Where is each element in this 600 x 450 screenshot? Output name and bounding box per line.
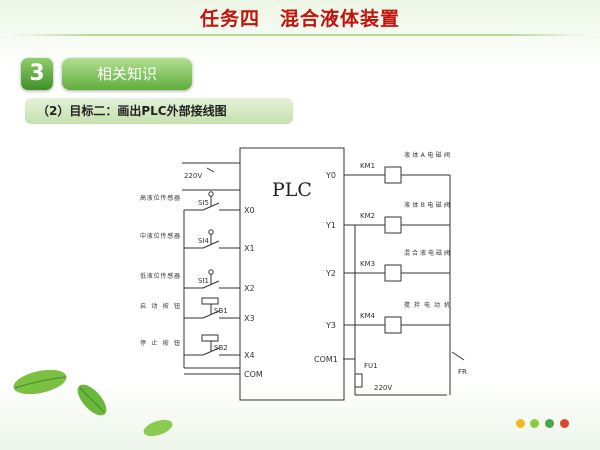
dot-icon bbox=[545, 419, 554, 428]
input-terminal-label: X0 bbox=[244, 206, 255, 215]
input-terminal-label: X2 bbox=[244, 284, 255, 293]
input-terminal-label: X4 bbox=[244, 351, 255, 360]
plc-label: PLC bbox=[272, 179, 312, 201]
ac-supply-label: 220V bbox=[374, 384, 392, 392]
input-device-label: SB2 bbox=[214, 344, 228, 352]
output-device-label: KM2 bbox=[360, 212, 375, 220]
power-input-label: 220V bbox=[184, 172, 202, 180]
input-device-label: SB1 bbox=[214, 307, 228, 315]
fuse-label: FU1 bbox=[364, 362, 378, 370]
output-desc-label: 混合液电磁阀 bbox=[404, 249, 450, 257]
output-branch: Y3 KM4 搅拌电动机 bbox=[325, 301, 450, 334]
output-branch: Y0 KM1 液体A电磁阀 bbox=[325, 151, 450, 184]
output-com-terminal: COM1 bbox=[314, 355, 338, 364]
goal-banner: （2）目标二：画出PLC外部接线图 bbox=[25, 98, 293, 124]
output-device-label: KM1 bbox=[360, 162, 375, 170]
input-desc-label: 停止按钮 bbox=[140, 339, 180, 347]
input-terminal-label: X3 bbox=[244, 314, 255, 323]
section-number-badge: 3 bbox=[21, 58, 53, 90]
output-terminal-label: Y0 bbox=[325, 171, 336, 180]
output-desc-label: 液体B电磁阀 bbox=[404, 201, 450, 209]
input-device-label: SI1 bbox=[198, 277, 209, 285]
output-terminal-label: Y3 bbox=[325, 321, 336, 330]
dot-icon bbox=[516, 419, 525, 428]
leaf-decoration bbox=[13, 369, 173, 437]
input-device-label: SI5 bbox=[198, 199, 209, 207]
page-title: 任务四 混合液体装置 bbox=[199, 8, 400, 30]
input-desc-label: 高液位传感器 bbox=[140, 194, 180, 202]
input-desc-label: 低液位传感器 bbox=[140, 272, 180, 280]
output-terminal-label: Y2 bbox=[325, 269, 336, 278]
output-device-label: KM3 bbox=[360, 260, 375, 268]
input-device-label: SI4 bbox=[198, 237, 210, 245]
output-branch: Y1 KM2 液体B电磁阀 bbox=[325, 201, 450, 234]
fr-contact bbox=[451, 351, 465, 361]
input-com-terminal: COM bbox=[244, 370, 263, 379]
section-label: 相关知识 bbox=[62, 58, 192, 90]
dot-icon bbox=[530, 419, 539, 428]
input-desc-label: 中液位传感器 bbox=[140, 232, 180, 240]
output-branch: Y2 KM3 混合液电磁阀 bbox=[325, 249, 450, 282]
dot-icon bbox=[560, 419, 569, 428]
plc-body bbox=[239, 147, 345, 401]
output-desc-label: 液体A电磁阀 bbox=[404, 151, 450, 159]
fuse-fu1 bbox=[354, 373, 363, 388]
output-desc-label: 搅拌电动机 bbox=[404, 301, 450, 309]
coil-icon bbox=[384, 216, 402, 234]
input-desc-label: 启动按钮 bbox=[140, 302, 180, 310]
coil-icon bbox=[384, 316, 402, 334]
output-device-label: KM4 bbox=[360, 312, 376, 320]
coil-icon bbox=[384, 264, 402, 282]
fr-label: FR bbox=[458, 368, 467, 376]
output-terminal-label: Y1 bbox=[325, 221, 336, 230]
input-terminal-label: X1 bbox=[244, 244, 255, 253]
coil-icon bbox=[384, 166, 402, 184]
title-divider bbox=[0, 34, 600, 36]
